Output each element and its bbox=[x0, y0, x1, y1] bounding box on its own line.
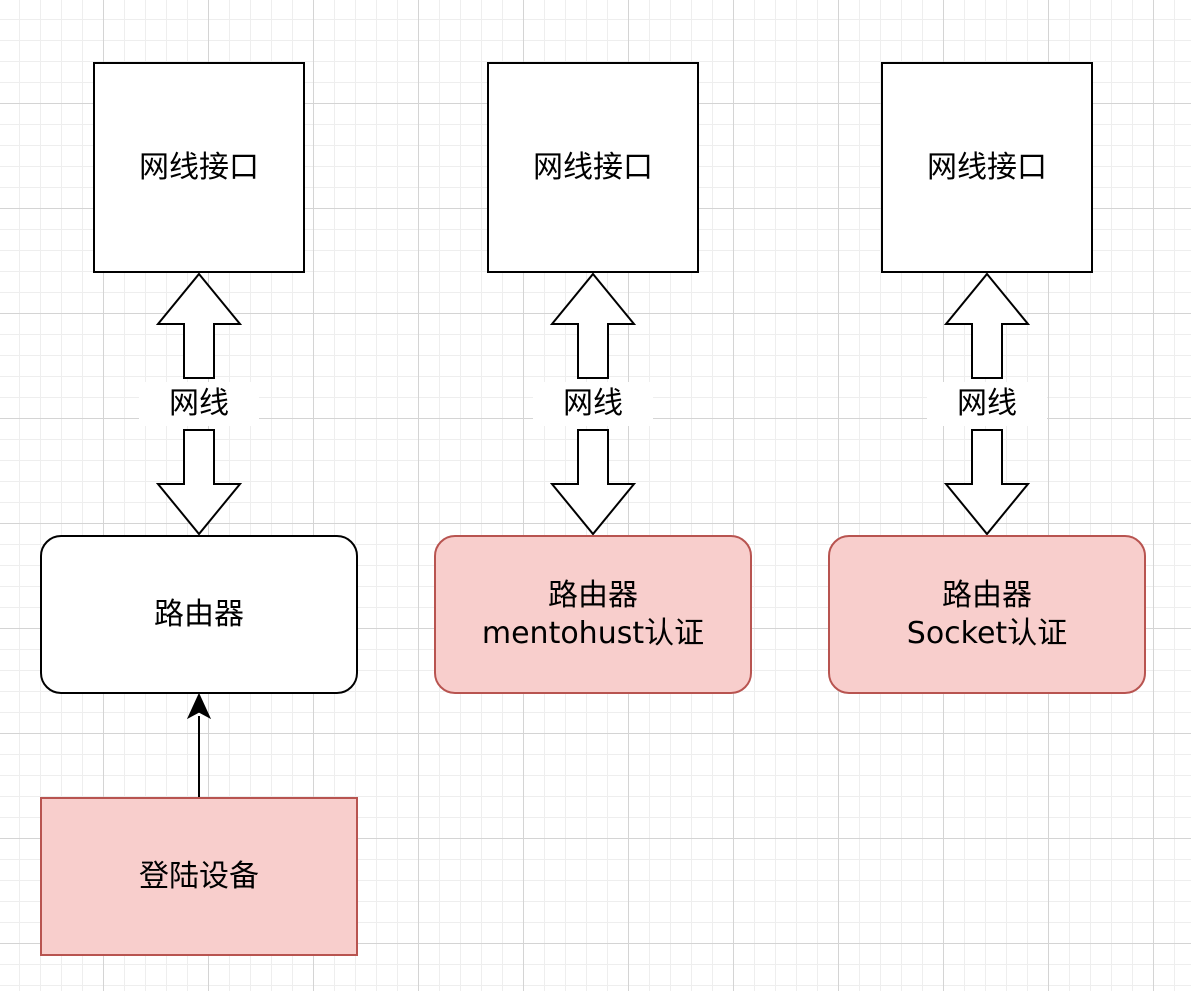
block-arrow-down bbox=[549, 429, 637, 536]
port-label: 网线接口 bbox=[927, 149, 1047, 185]
router-label: 路由器 bbox=[942, 577, 1032, 613]
port-label: 网线接口 bbox=[533, 149, 653, 185]
router-label: 路由器 bbox=[548, 577, 638, 613]
router-box: 路由器 mentohust认证 bbox=[434, 535, 752, 694]
router-label: 路由器 bbox=[154, 596, 244, 632]
connector-arrowhead bbox=[186, 692, 212, 720]
block-arrow-up bbox=[155, 272, 243, 379]
router-box: 路由器 Socket认证 bbox=[828, 535, 1146, 694]
block-arrow-up bbox=[549, 272, 637, 379]
cable-label: 网线 bbox=[927, 382, 1047, 426]
cable-label: 网线 bbox=[139, 382, 259, 426]
router-auth-label: mentohust认证 bbox=[481, 615, 705, 651]
port-label: 网线接口 bbox=[139, 149, 259, 185]
router-auth-label: Socket认证 bbox=[906, 615, 1068, 651]
block-arrow-down bbox=[943, 429, 1031, 536]
block-arrow-down bbox=[155, 429, 243, 536]
port-box: 网线接口 bbox=[881, 62, 1093, 273]
cable-label: 网线 bbox=[533, 382, 653, 426]
port-box: 网线接口 bbox=[93, 62, 305, 273]
login-device-label: 登陆设备 bbox=[139, 858, 259, 894]
login-device-box: 登陆设备 bbox=[40, 797, 358, 956]
router-box: 路由器 bbox=[40, 535, 358, 694]
block-arrow-up bbox=[943, 272, 1031, 379]
port-box: 网线接口 bbox=[487, 62, 699, 273]
